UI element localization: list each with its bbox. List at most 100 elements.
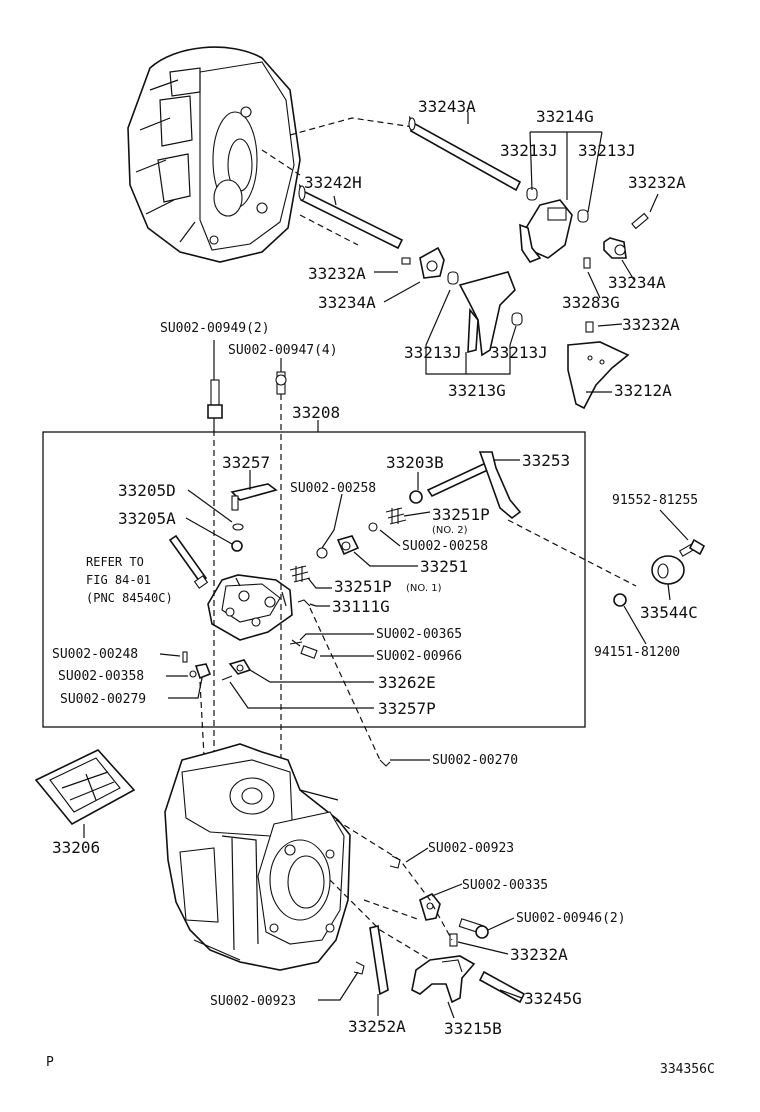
ring-su002-00258 <box>316 547 328 559</box>
shift-rail-33245G <box>478 970 526 1004</box>
clip-su002-00923 <box>389 855 401 869</box>
label-su002-00279: SU002-00279 <box>60 692 146 707</box>
label-refer-fig: FIG 84-01 <box>86 573 151 587</box>
pin-su002-00248 <box>182 651 188 663</box>
assembly-frame-33208 <box>42 431 586 728</box>
damper-33544C <box>651 555 685 585</box>
corner-mark: P <box>46 1055 54 1070</box>
pin-33232A <box>401 257 411 265</box>
ring-su002-00358 <box>189 670 197 678</box>
pin-33283G <box>583 257 591 269</box>
label-33214G: 33214G <box>536 107 594 126</box>
label-su002-00358: SU002-00358 <box>58 669 144 684</box>
label-33262E: 33262E <box>378 673 436 692</box>
alignment-line <box>261 149 301 176</box>
label-33208: 33208 <box>292 403 340 422</box>
pin-33111G <box>297 599 311 607</box>
label-33212A: 33212A <box>614 381 672 400</box>
plate-su002-00279 <box>194 663 212 680</box>
label-33245G: 33245G <box>524 989 582 1008</box>
label-33232A: 33232A <box>628 173 686 192</box>
label-su002-00966: SU002-00966 <box>376 649 462 664</box>
label-su002-00923: SU002-00923 <box>428 841 514 856</box>
label-33215B: 33215B <box>444 1019 502 1038</box>
detent-33251 <box>336 535 360 556</box>
label-33213J: 33213J <box>500 141 558 160</box>
shift-shaft-33253 <box>426 451 522 520</box>
label-su002-00949: SU002-00949(2) <box>160 321 270 336</box>
label-33544C: 33544C <box>640 603 698 622</box>
bolt-su002-00966 <box>300 645 318 659</box>
label-33232A: 33232A <box>622 315 680 334</box>
label-su002-00258: SU002-00258 <box>290 481 376 496</box>
clip-su002-00270 <box>379 759 391 767</box>
washer-33203B <box>409 490 423 504</box>
shift-fork-33214G <box>519 187 589 263</box>
figure-code: 334356C <box>660 1062 715 1077</box>
shift-fork-33213G <box>447 271 523 357</box>
nut-33205A <box>231 540 243 552</box>
clutch-housing <box>127 46 301 263</box>
pin-33232A <box>585 321 594 333</box>
label-su002-00248: SU002-00248 <box>52 647 138 662</box>
label-33213J: 33213J <box>578 141 636 160</box>
label-33213J: 33213J <box>404 343 462 362</box>
pin-33232A <box>631 212 649 230</box>
label-refer-pnc: (PNC 84540C) <box>86 591 173 605</box>
label-su002-00335: SU002-00335 <box>462 878 548 893</box>
clip-su002-00923 <box>353 961 365 975</box>
bracket-33262E <box>228 659 252 675</box>
label-33213G: 33213G <box>448 381 506 400</box>
shift-cover-assembly <box>207 574 293 641</box>
label-33234A: 33234A <box>318 293 376 312</box>
cable-bolt <box>168 534 209 589</box>
label-33251: 33251 <box>420 557 468 576</box>
shift-head-33234A <box>603 237 627 259</box>
label-33205A: 33205A <box>118 509 176 528</box>
bolt-91552-81255 <box>678 538 706 557</box>
bracket-su002-00335 <box>419 892 441 921</box>
label-33232A: 33232A <box>510 945 568 964</box>
label-33203B: 33203B <box>386 453 444 472</box>
lever-33252A <box>369 925 389 996</box>
label-su002-00365: SU002-00365 <box>376 627 462 642</box>
label-33206: 33206 <box>52 838 100 857</box>
guide-plate-33206 <box>34 749 136 826</box>
label-33242H: 33242H <box>304 173 362 192</box>
spring-33251P-no1 <box>289 565 311 583</box>
label-33205D: 33205D <box>118 481 176 500</box>
label-no1: (NO. 1) <box>406 583 442 594</box>
label-su002-00270: SU002-00270 <box>432 753 518 768</box>
label-su002-00258: SU002-00258 <box>402 539 488 554</box>
shift-rail-33242H <box>298 183 404 250</box>
pin-33257P <box>221 675 233 681</box>
bolt-su002-00365 <box>289 639 303 647</box>
label-su002-00947: SU002-00947(4) <box>228 343 338 358</box>
label-33251P-no1: 33251P <box>334 577 392 596</box>
shift-fork-33215B <box>411 955 476 1004</box>
bolt-su002-00946 <box>458 918 489 939</box>
label-33257P: 33257P <box>378 699 436 718</box>
label-33234A: 33234A <box>608 273 666 292</box>
alignment-line <box>289 117 421 136</box>
washer-33205D <box>232 523 244 531</box>
label-33251P-no2: 33251P <box>432 505 490 524</box>
label-33111G: 33111G <box>332 597 390 616</box>
ring-su002-00258 <box>368 522 378 532</box>
pin-33232A <box>449 933 458 947</box>
bolt-su002-00947 <box>275 371 287 395</box>
label-33232A: 33232A <box>308 264 366 283</box>
label-33213J: 33213J <box>490 343 548 362</box>
label-33253: 33253 <box>522 451 570 470</box>
label-33252A: 33252A <box>348 1017 406 1036</box>
label-refer-to: REFER TO <box>86 555 144 569</box>
label-su002-00923: SU002-00923 <box>210 994 296 1009</box>
shift-rail-33243A <box>408 115 522 192</box>
lever-33257 <box>230 483 278 511</box>
label-no2: (NO. 2) <box>432 525 468 536</box>
label-33283G: 33283G <box>562 293 620 312</box>
bolt-su002-00949 <box>207 379 223 419</box>
alignment-line <box>299 214 359 246</box>
shift-fork-33212A <box>567 341 630 410</box>
